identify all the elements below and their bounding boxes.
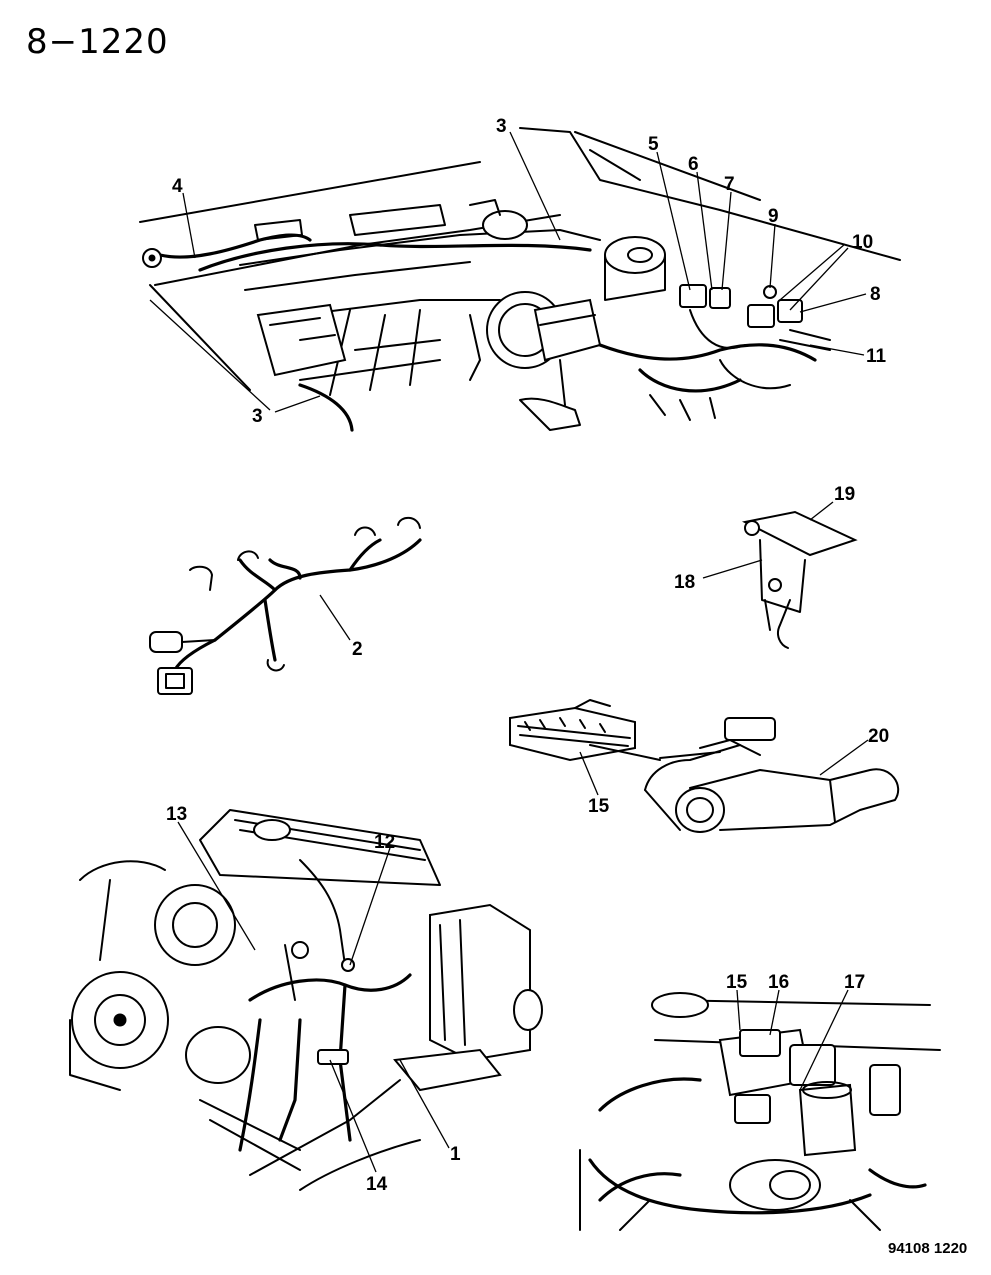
engine-compartment-view <box>139 127 901 432</box>
module-bracket-18-19 <box>741 510 858 649</box>
callout-17: 17 <box>844 972 865 993</box>
callout-15-middle: 15 <box>588 796 610 817</box>
leader-1 <box>399 1059 450 1149</box>
callout-5: 5 <box>648 134 659 155</box>
callout-3-top: 3 <box>496 116 507 137</box>
leader-15-bottom <box>736 989 741 1031</box>
callout-1: 1 <box>450 1144 461 1165</box>
page-number: 8−1220 <box>26 22 169 62</box>
callout-8: 8 <box>870 284 881 305</box>
callout-20: 20 <box>868 726 889 747</box>
leader-17 <box>799 989 849 1091</box>
module-connector-15-and-duct-20 <box>509 699 900 833</box>
callout-11: 11 <box>866 346 887 367</box>
leader-19 <box>809 501 834 521</box>
callout-4: 4 <box>172 176 183 197</box>
callout-9: 9 <box>768 206 779 227</box>
callout-10: 10 <box>852 232 873 253</box>
relay-area-view <box>579 992 941 1231</box>
figure-code: 94108 1220 <box>888 1240 968 1257</box>
leader-lines-top <box>182 131 867 413</box>
callout-18: 18 <box>674 572 695 593</box>
leader-12 <box>349 847 391 966</box>
harness-assembly-2 <box>149 516 422 695</box>
callout-14: 14 <box>366 1174 388 1195</box>
leader-14 <box>329 1059 377 1173</box>
leader-2 <box>319 594 351 641</box>
engine-view <box>69 809 543 1191</box>
callout-13: 13 <box>166 804 187 825</box>
leader-20 <box>819 739 869 776</box>
leader-18 <box>702 559 763 579</box>
callout-7: 7 <box>724 174 735 195</box>
callout-6: 6 <box>688 154 699 175</box>
callout-3-left: 3 <box>252 406 263 427</box>
leader-13 <box>177 821 256 951</box>
leader-15-mid <box>579 751 599 796</box>
callout-15-bottom: 15 <box>726 972 748 993</box>
callout-2: 2 <box>352 639 363 660</box>
leader-16 <box>769 989 780 1036</box>
callout-12: 12 <box>374 832 395 853</box>
callout-16: 16 <box>768 972 789 993</box>
callout-19: 19 <box>834 484 855 505</box>
